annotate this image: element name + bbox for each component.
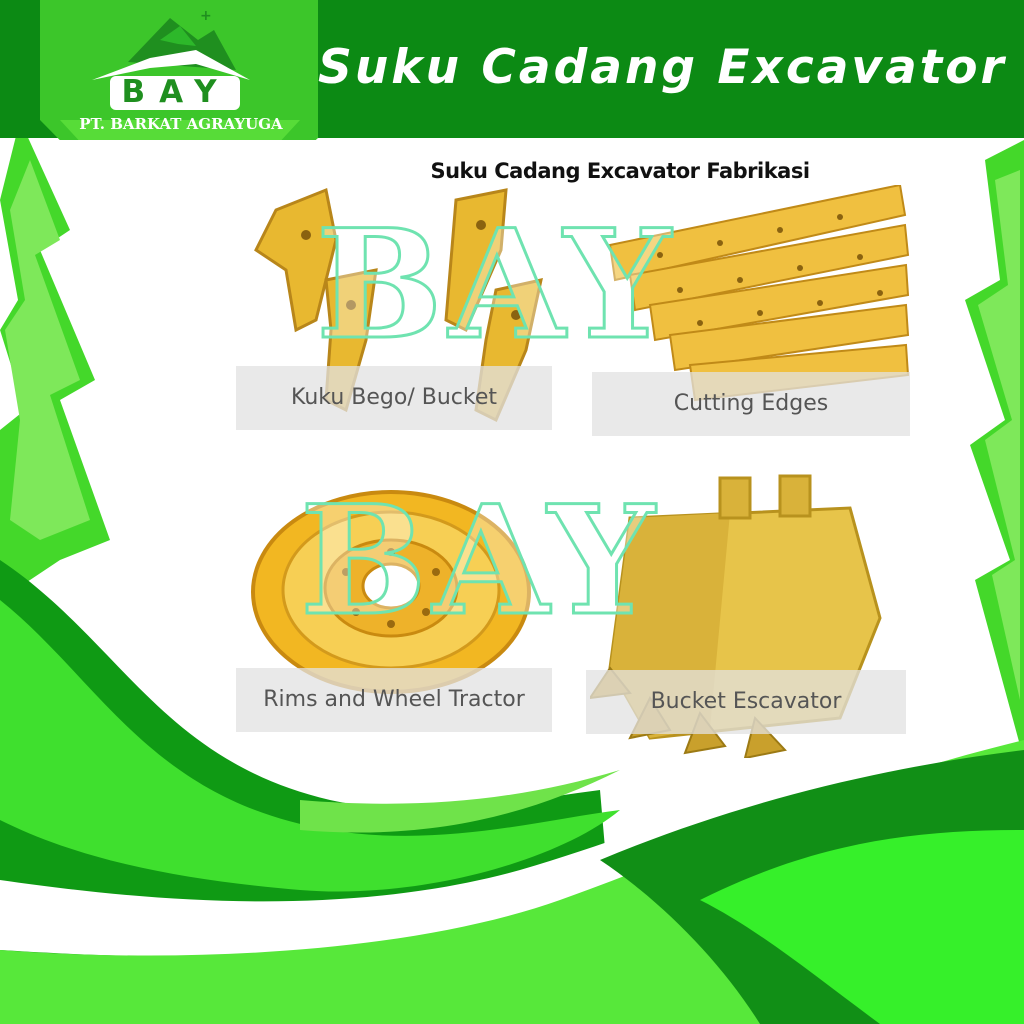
watermark-top: BAY <box>315 197 677 373</box>
section-subtitle: Suku Cadang Excavator Fabrikasi <box>430 159 810 183</box>
page-title: Suku Cadang Excavator <box>318 40 1007 95</box>
header-banner: + <box>0 0 1024 140</box>
bottom-wave-green-stripe <box>300 770 620 833</box>
svg-text:+: + <box>200 8 212 24</box>
product-label-wheel-rim: Rims and Wheel Tractor <box>236 668 552 732</box>
logo-panel-shade <box>60 120 300 140</box>
product-label-cutting-edges: Cutting Edges <box>592 372 910 436</box>
bottom-wave-bright-left <box>0 600 620 892</box>
wheel-rim-icon <box>251 490 531 694</box>
product-label-bucket-teeth: Kuku Bego/ Bucket <box>236 366 552 430</box>
mountain-logo-icon: + <box>92 8 250 80</box>
logo-panel <box>40 0 318 140</box>
logo-text-backdrop <box>110 76 240 110</box>
watermark-bottom: BAY <box>299 473 661 649</box>
cutting-edge-plates-icon <box>608 185 910 402</box>
logo-wordmark: BAY <box>121 74 231 110</box>
right-lightning-inner <box>978 170 1020 700</box>
bottom-wave-right-bright <box>700 830 1024 1024</box>
product-label-excavator-bucket: Bucket Escavator <box>586 670 906 734</box>
left-lightning-inner <box>5 160 90 540</box>
bottom-wave-white-ribbon <box>0 770 830 957</box>
company-name: PT. BARKAT AGRAYUGA <box>79 115 283 133</box>
